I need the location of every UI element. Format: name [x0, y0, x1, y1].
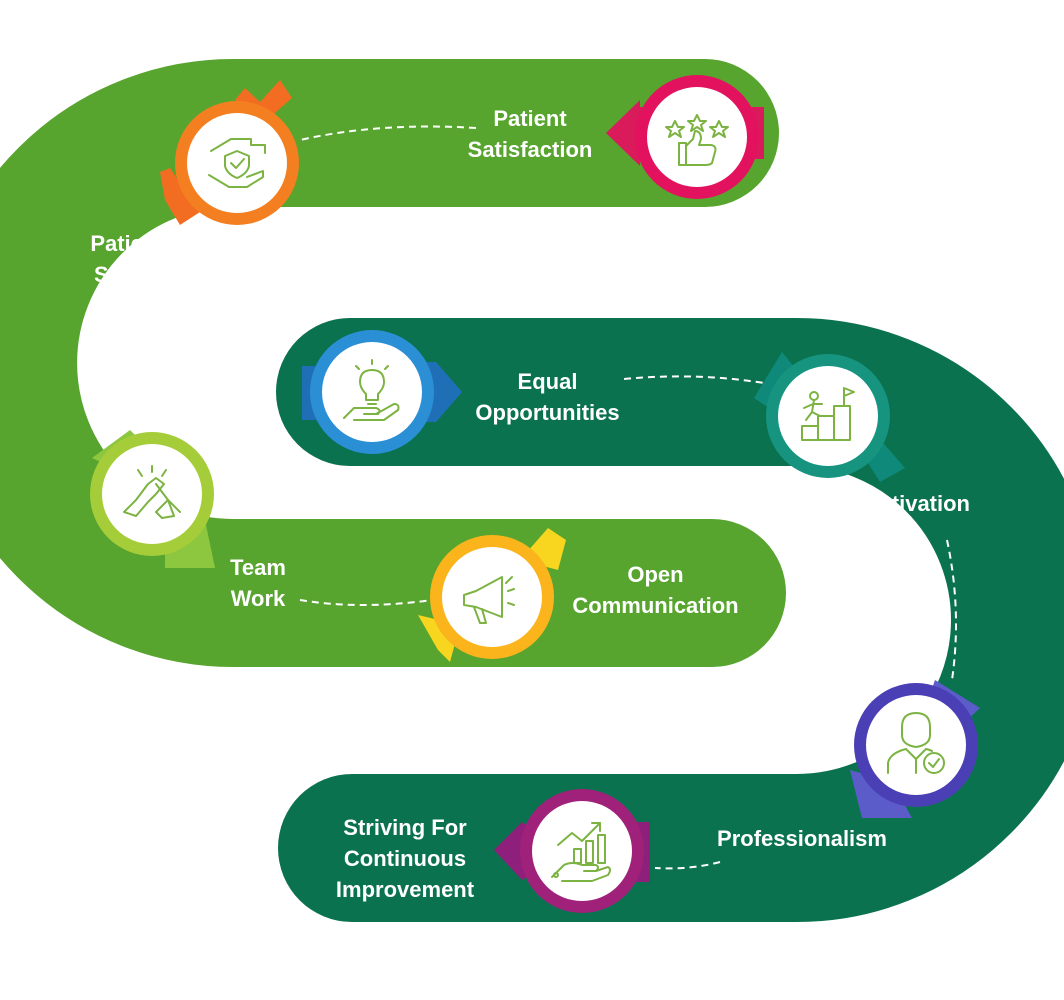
step-circle-patient-satisfaction: [635, 75, 759, 199]
arrow-patient-safety-bottom: [160, 168, 200, 225]
handshake-icon: [123, 465, 181, 519]
arrow-team-work-bottom: [165, 520, 215, 568]
step-circle-patient-safety: [175, 101, 299, 225]
step-circle-open-communication: [430, 535, 554, 659]
label-striving-for-continuous-improvement: Striving For Continuous Improvement: [305, 812, 505, 905]
label-open-communication: Open Communication: [553, 559, 758, 621]
label-equal-opportunities: Equal Opportunities: [455, 366, 640, 428]
label-line: Safety: [93, 262, 161, 287]
growth-chart-hand-icon: [551, 822, 611, 882]
label-line: Satisfaction: [467, 137, 593, 162]
connector-satisfaction-safety: [299, 125, 477, 141]
lightbulb-hand-icon: [343, 359, 400, 421]
professional-person-icon: [887, 712, 945, 774]
label-line: Motivation: [860, 491, 970, 516]
light-green-track: [0, 58, 786, 667]
step-circle-striving-for-continuous-improvement: [520, 789, 644, 913]
arrow-motivation-top: [754, 352, 798, 410]
step-circle-motivation: [766, 354, 890, 478]
dark-green-track: [276, 318, 1064, 922]
label-line: Striving For: [343, 815, 467, 840]
connector-professionalism-improvement: [654, 861, 721, 870]
dashed-connectors: [107, 125, 957, 870]
label-team-work: Team Work: [208, 552, 308, 614]
label-patient-satisfaction: Patient Satisfaction: [450, 103, 610, 165]
climbing-steps-icon: [801, 387, 855, 441]
label-motivation: Motivation: [840, 488, 990, 519]
label-patient-safety: Patient Safety: [62, 228, 192, 290]
label-line: Opportunities: [475, 400, 620, 425]
connector-teamwork-communication: [299, 599, 433, 606]
label-line: Professionalism: [717, 826, 887, 851]
label-line: Equal: [517, 369, 578, 394]
connector-opportunities-motivation: [623, 375, 771, 385]
connector-motivation-professionalism: [946, 539, 957, 681]
step-circles: [90, 75, 978, 913]
label-line: Open: [627, 562, 684, 587]
label-line: Continuous: [343, 846, 467, 871]
protective-hands-icon: [208, 138, 266, 188]
label-line: Patient: [493, 106, 567, 131]
label-line: Work: [230, 586, 286, 611]
megaphone-icon: [463, 576, 515, 624]
step-circle-equal-opportunities: [310, 330, 434, 454]
step-circle-team-work: [90, 432, 214, 556]
label-line: Communication: [572, 593, 739, 618]
label-line: Patient: [90, 231, 164, 256]
connector-safety-teamwork: [107, 297, 123, 431]
label-line: Improvement: [335, 877, 475, 902]
step-circle-professionalism: [854, 683, 978, 807]
label-line: Team: [230, 555, 286, 580]
label-professionalism: Professionalism: [698, 823, 906, 854]
stars-thumbs-up-icon: [665, 114, 729, 166]
